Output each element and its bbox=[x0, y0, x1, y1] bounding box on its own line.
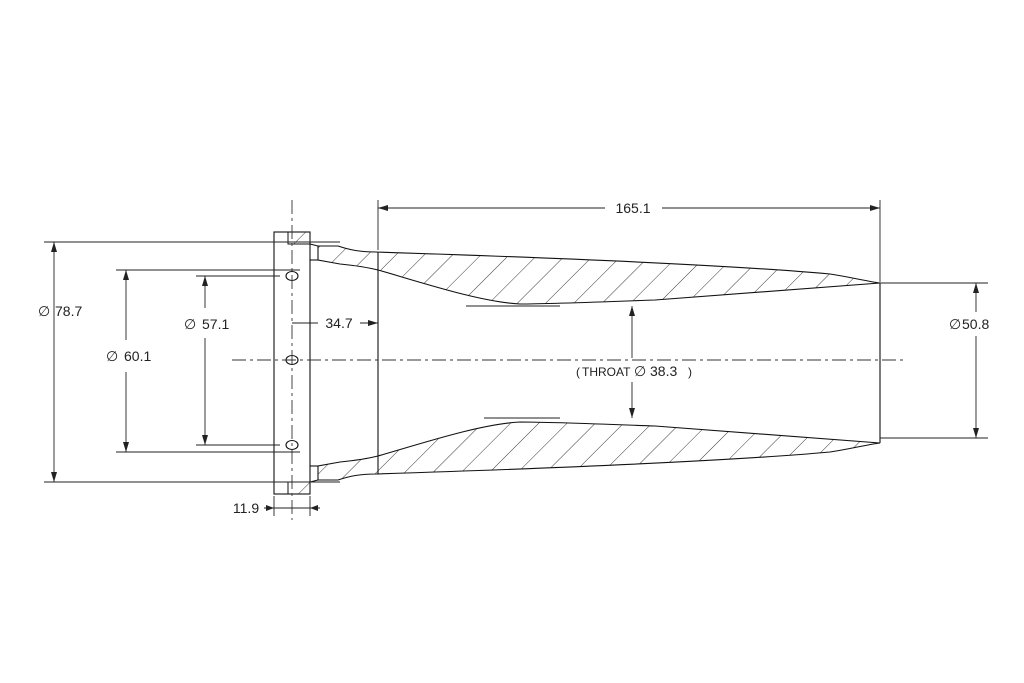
dim-outlet-diameter bbox=[973, 283, 979, 438]
inlet-diameter-label: 57.1 bbox=[202, 316, 229, 332]
throat-diameter-symbol: ∅ bbox=[634, 363, 646, 379]
overall-length-label: 165.1 bbox=[615, 200, 650, 216]
dim-inlet-diameter bbox=[202, 276, 208, 445]
throat-diameter-label: 38.3 bbox=[650, 363, 677, 379]
outlet-diameter-symbol: ∅ bbox=[949, 316, 961, 332]
bottom-wall-section bbox=[317, 421, 881, 481]
outlet-diameter-label: 50.8 bbox=[962, 316, 989, 332]
dim-bolt-circle bbox=[123, 270, 129, 452]
dim-overall-length bbox=[378, 205, 880, 211]
outer-diameter-symbol: ∅ bbox=[38, 303, 50, 319]
throat-bracket-close: ) bbox=[688, 365, 692, 379]
flange-thickness-label: 11.9 bbox=[233, 500, 259, 516]
inlet-diameter-symbol: ∅ bbox=[184, 316, 196, 332]
bolt-circle-symbol: ∅ bbox=[106, 348, 118, 364]
dim-flange-thickness bbox=[264, 505, 320, 511]
dim-inlet-depth bbox=[292, 320, 378, 326]
dim-throat-diameter bbox=[629, 306, 635, 418]
bolt-circle-label: 60.1 bbox=[124, 348, 151, 364]
inlet-depth-label: 34.7 bbox=[325, 315, 352, 331]
throat-bracket-open: ( bbox=[576, 365, 580, 379]
throat-label: THROAT bbox=[582, 365, 631, 379]
dim-outer-diameter bbox=[51, 242, 57, 482]
outer-diameter-label: 78.7 bbox=[55, 303, 82, 319]
flange-bottom-hatch bbox=[287, 481, 311, 495]
bolt-hole-bottom bbox=[285, 439, 299, 451]
top-wall-section bbox=[317, 245, 881, 305]
